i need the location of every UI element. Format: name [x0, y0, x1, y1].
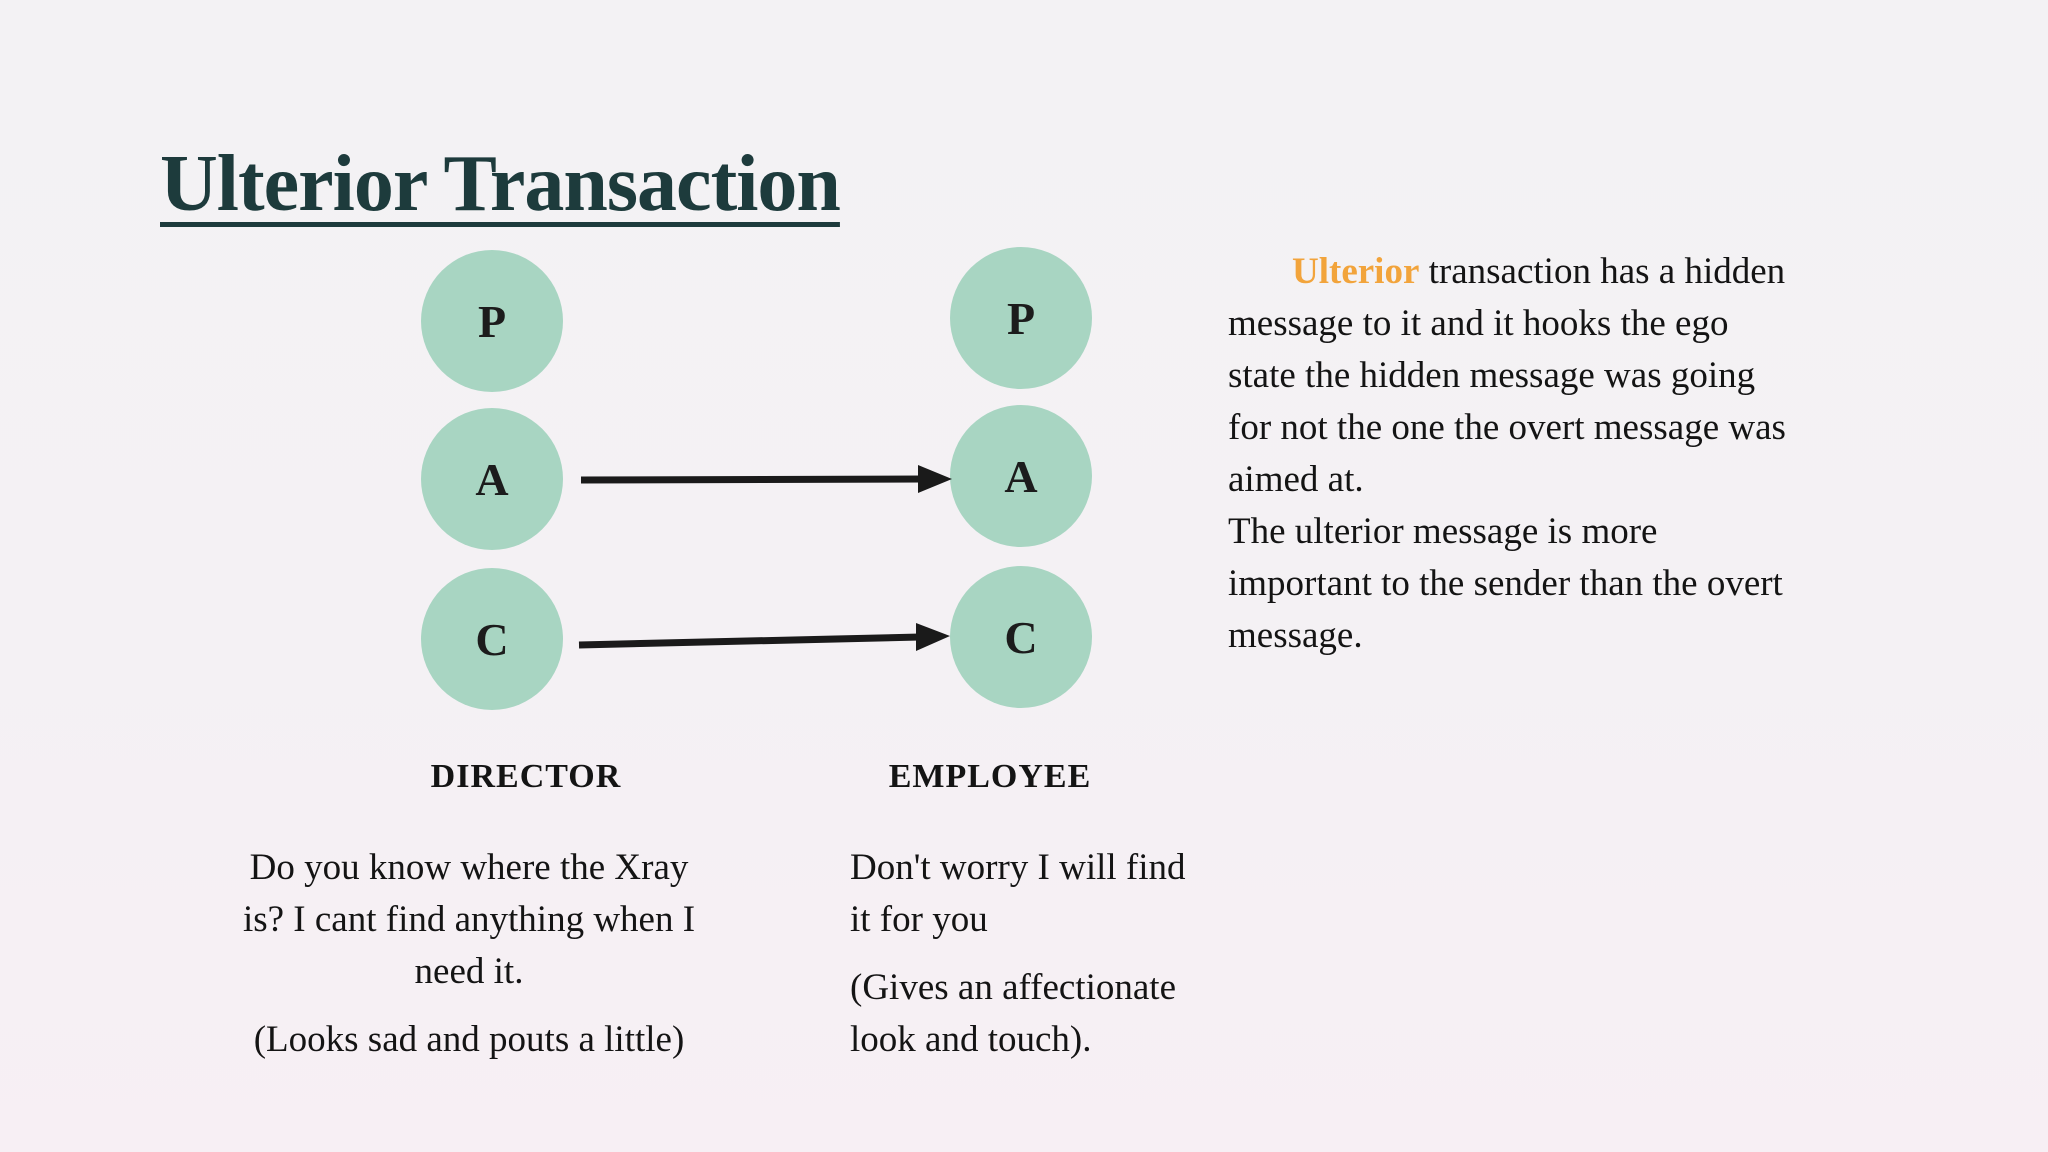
employee-speech-nonverbal: (Gives an affectionate look and touch). — [850, 967, 1176, 1060]
employee-child-letter: C — [1004, 611, 1038, 663]
employee-speech: Don't worry I will find it for you (Give… — [850, 842, 1215, 1082]
employee-adult-letter: A — [1004, 450, 1038, 502]
director-parent-letter: P — [477, 295, 507, 347]
director-speech-overt: Do you know where the Xray is? I cant fi… — [242, 847, 696, 992]
page-title: Ulterior Transaction — [160, 139, 841, 228]
explanation-paragraph-1: Ulterior transaction has a hidden messag… — [1228, 246, 1796, 506]
explanation-paragraph-2: The ulterior message is more important t… — [1228, 511, 1783, 656]
employee-parent-circle: P — [950, 247, 1092, 389]
employee-adult-circle: A — [950, 405, 1092, 547]
director-speech: Do you know where the Xray is? I cant fi… — [239, 842, 699, 1082]
explanation-paragraph-1-rest: transaction has a hidden message to it a… — [1228, 251, 1786, 500]
employee-child-circle: C — [950, 566, 1092, 708]
director-parent-circle: P — [421, 250, 563, 392]
director-speech-nonverbal: (Looks sad and pouts a little) — [253, 1019, 685, 1060]
director-label: DIRECTOR — [430, 758, 622, 795]
employee-speech-overt: Don't worry I will find it for you — [850, 847, 1186, 940]
employee-parent-letter: P — [1006, 292, 1036, 344]
child-to-child-arrow — [578, 623, 950, 651]
director-adult-circle: A — [421, 408, 563, 550]
director-child-letter: C — [475, 613, 509, 665]
director-child-circle: C — [421, 568, 563, 710]
employee-label: EMPLOYEE — [888, 758, 1092, 795]
director-adult-letter: A — [475, 453, 509, 505]
adult-to-adult-arrow — [580, 465, 952, 493]
explanation-text: Ulterior transaction has a hidden messag… — [1228, 246, 1796, 662]
explanation-lead-word: Ulterior — [1292, 251, 1420, 292]
